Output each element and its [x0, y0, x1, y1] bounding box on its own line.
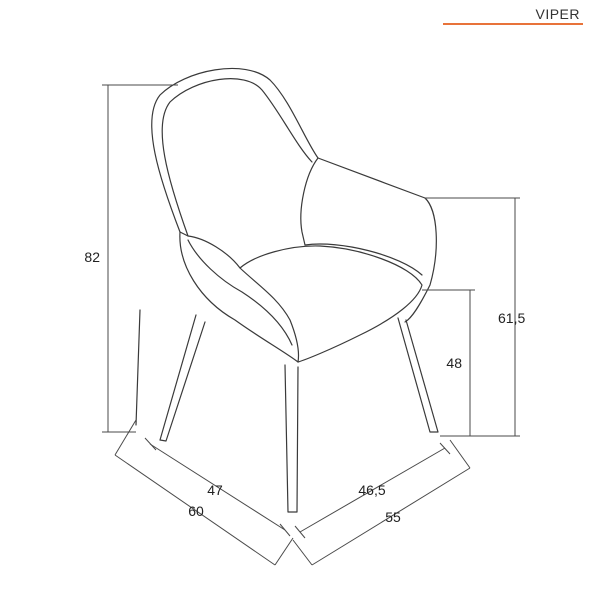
backrest-front — [300, 157, 319, 246]
seat-top — [239, 245, 423, 363]
chair-outline — [135, 67, 439, 513]
leg-front-left — [159, 314, 206, 442]
backrest-inner — [161, 78, 313, 237]
dim-seat-width: 47 — [207, 482, 223, 498]
dim-arm-height: 61,5 — [498, 310, 525, 326]
leg-back-right — [397, 317, 439, 433]
dimension-lines — [102, 84, 520, 566]
leg-front-center — [284, 364, 299, 513]
brand-name: VIPER — [535, 6, 580, 22]
backrest-outer — [151, 67, 426, 233]
right-arm — [404, 197, 437, 323]
dim-height-total: 82 — [84, 249, 100, 265]
dim-seat-height: 48 — [446, 355, 462, 371]
left-arm-inner — [187, 239, 293, 346]
dim-seat-depth: 46,5 — [358, 482, 385, 498]
leg-back-left — [135, 309, 141, 426]
right-arm-inner — [304, 243, 423, 276]
left-arm — [179, 231, 300, 363]
dim-total-depth: 55 — [385, 509, 401, 525]
dim-total-width: 60 — [188, 503, 204, 519]
header-accent-line — [443, 23, 583, 25]
